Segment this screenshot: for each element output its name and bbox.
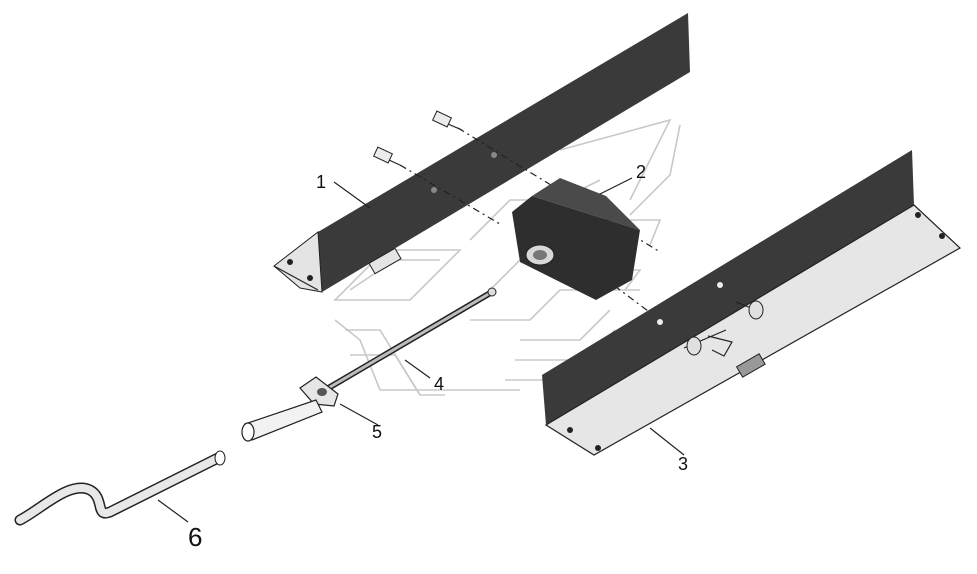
bracket-upper-notch <box>368 247 402 275</box>
collar-part <box>241 376 339 442</box>
callout-5: 5 <box>372 422 382 442</box>
bracket-lower-hole <box>915 212 921 218</box>
bracket-lower-hole <box>939 233 945 239</box>
mounting-bolts <box>372 110 463 167</box>
callout-3: 3 <box>678 454 688 474</box>
bracket-lower-part <box>542 150 962 456</box>
callout-labels: 1 2 3 4 5 6 <box>188 162 688 552</box>
alignment-axis <box>399 164 501 225</box>
bracket-lower-face <box>542 150 914 425</box>
leader-6 <box>157 499 189 523</box>
bent-handle-part <box>14 450 226 526</box>
washer <box>686 336 702 356</box>
bracket-lower-notch <box>735 353 766 378</box>
bracket-upper-bolt-hole <box>431 187 437 193</box>
nuts-washers <box>683 300 764 357</box>
bracket-lower-flange <box>544 204 962 456</box>
long-rod-part <box>323 287 497 393</box>
leader-1 <box>333 181 371 209</box>
bracket-upper-part <box>273 13 690 293</box>
leader-5 <box>339 403 379 426</box>
alignment-axis <box>457 127 661 253</box>
callout-4: 4 <box>434 374 444 394</box>
center-block-part <box>512 178 640 300</box>
bracket-lower-hole <box>567 427 573 433</box>
bolt <box>431 110 463 131</box>
bracket-lower-bolt-hole <box>717 282 723 288</box>
leader-4 <box>404 359 431 379</box>
center-block-side <box>532 178 640 230</box>
bracket-lower-hole <box>595 445 601 451</box>
washer <box>748 300 764 320</box>
callout-2: 2 <box>636 162 646 182</box>
leader-2 <box>599 177 633 195</box>
leader-3 <box>649 427 685 456</box>
center-block-front <box>512 196 640 300</box>
callout-1: 1 <box>316 172 326 192</box>
bracket-lower-bolt-hole <box>657 319 663 325</box>
leader-lines <box>157 177 685 523</box>
collar-tube <box>244 399 323 441</box>
bracket-upper-face <box>318 13 690 292</box>
clip <box>707 335 733 357</box>
bracket-upper-hole <box>307 275 313 281</box>
callout-6: 6 <box>188 522 202 552</box>
bolt <box>372 146 403 167</box>
bracket-upper-hole <box>287 259 293 265</box>
bracket-upper-flange <box>273 231 323 293</box>
bracket-upper-bolt-hole <box>491 152 497 158</box>
